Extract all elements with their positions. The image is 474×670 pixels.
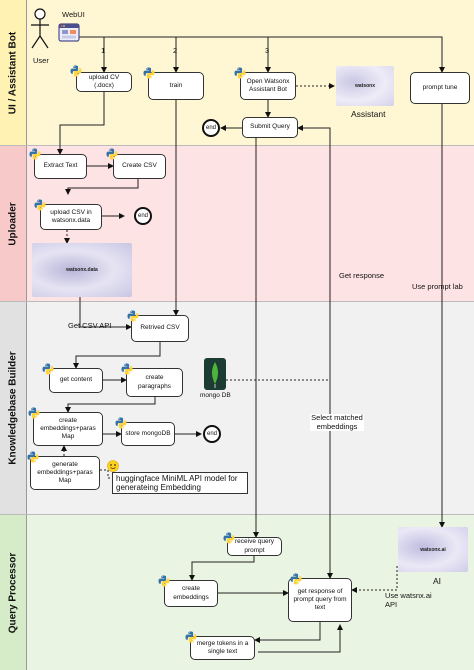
edge-paragraphs-embeddings: [65, 397, 156, 413]
python-icon: [143, 66, 155, 79]
watsonx-data-logo-text: watsonx.data: [66, 267, 98, 273]
user-actor: [28, 8, 52, 52]
lane-header: UI / Assistant Bot: [0, 0, 27, 145]
create-embeddings-map-node[interactable]: create embeddings+paras Map: [33, 412, 103, 446]
step-2-label: 2: [173, 46, 178, 55]
store-mongodb-node[interactable]: store mongoDB: [121, 422, 175, 446]
python-icon: [106, 147, 118, 160]
merge-tokens-node[interactable]: merge tokens in a single text: [190, 636, 255, 660]
webui-icon: [58, 22, 80, 44]
assistant-label: Assistant: [351, 109, 386, 119]
lane-header: Query Processor: [0, 515, 27, 670]
prompt-tune-node[interactable]: prompt tune: [410, 72, 470, 104]
huggingface-note: huggingface MiniML API model for generat…: [112, 472, 248, 495]
python-icon: [27, 450, 39, 463]
get-response-label: Get response: [339, 271, 385, 280]
python-icon: [28, 406, 40, 419]
python-icon: [158, 574, 170, 587]
edge-receive-create-emb: [189, 556, 255, 581]
python-icon: [234, 66, 246, 79]
edge-upload-extract: [57, 92, 105, 155]
submit-query-node[interactable]: Submit Query: [242, 117, 298, 138]
lane-header: Uploader: [0, 146, 27, 301]
python-icon: [127, 309, 139, 322]
edge-merge-response: [258, 624, 343, 653]
open-watsonx-node[interactable]: Open Watsonx Assistant Bot: [240, 72, 296, 100]
edge-generate-hf: [100, 469, 112, 479]
get-content-node[interactable]: get content: [49, 368, 103, 393]
watsonx-logo-text: watsonx: [354, 83, 375, 89]
python-icon: [70, 64, 82, 77]
watsonx-data-logo: watsonx.data: [32, 243, 132, 297]
edge-mongo-response: [226, 379, 333, 579]
get-response-node[interactable]: get response of prompt query from text: [288, 578, 352, 622]
upload-cv-node[interactable]: upload CV (.docx): [76, 72, 132, 92]
train-node[interactable]: train: [148, 72, 204, 100]
python-icon: [290, 572, 302, 585]
edge-response-merge: [254, 622, 321, 643]
retrived-csv-node[interactable]: Retrived CSV: [131, 315, 189, 342]
end-node-upload: end: [134, 207, 152, 225]
user-icon: [31, 8, 49, 49]
python-icon: [185, 630, 197, 643]
mongodb-label: mongo DB: [200, 392, 231, 399]
create-embeddings-node[interactable]: create embeddings: [164, 580, 218, 607]
end-node-store: end: [203, 425, 221, 443]
python-icon: [34, 198, 46, 211]
step-1-label: 1: [101, 46, 106, 55]
watsonx-assistant-logo: watsonx: [336, 66, 394, 106]
python-icon: [115, 416, 127, 429]
webui-label: WebUI: [62, 10, 85, 19]
python-icon: [42, 362, 54, 375]
python-icon: [121, 362, 133, 375]
edge-ai-response: [351, 566, 398, 593]
watsonx-ai-logo: watsonx.ai: [398, 527, 468, 572]
hugging-face-icon: [107, 459, 119, 472]
python-icon: [29, 147, 41, 160]
extract-text-node[interactable]: Extract Text: [34, 154, 87, 179]
generate-embeddings-map-node[interactable]: generate embeddings+paras Map: [30, 456, 100, 490]
edge-data-retrived: [79, 297, 132, 330]
edge-csv-upload: [65, 179, 139, 195]
receive-query-node[interactable]: receive query prompt: [227, 537, 282, 556]
use-prompt-lab-label: Use prompt lab: [412, 282, 463, 291]
ai-label: AI: [433, 576, 442, 586]
use-watsonx-api-label: Use watsnx.ai API: [385, 591, 432, 609]
mongodb-icon: [204, 358, 226, 390]
user-label: User: [33, 56, 49, 65]
watsonx-ai-logo-text: watsonx.ai: [420, 546, 446, 553]
edge-webui-trunk: [78, 36, 445, 73]
end-node-submit: end: [202, 119, 220, 137]
lane-header: Knowledgebase Builder: [0, 302, 27, 514]
edge-retrived-content: [73, 342, 161, 369]
create-paragraphs-node[interactable]: create paragraphs: [126, 368, 183, 397]
create-csv-node[interactable]: Create CSV: [113, 154, 166, 179]
get-csv-api-label: Get CSV API: [68, 321, 112, 330]
python-icon: [223, 531, 235, 544]
select-embeddings-label: Select matched embeddings: [310, 413, 364, 432]
edge-response-submit: [297, 125, 331, 578]
upload-csv-node[interactable]: upload CSV in watsonx.data: [40, 204, 102, 230]
step-3-label: 3: [265, 46, 270, 55]
